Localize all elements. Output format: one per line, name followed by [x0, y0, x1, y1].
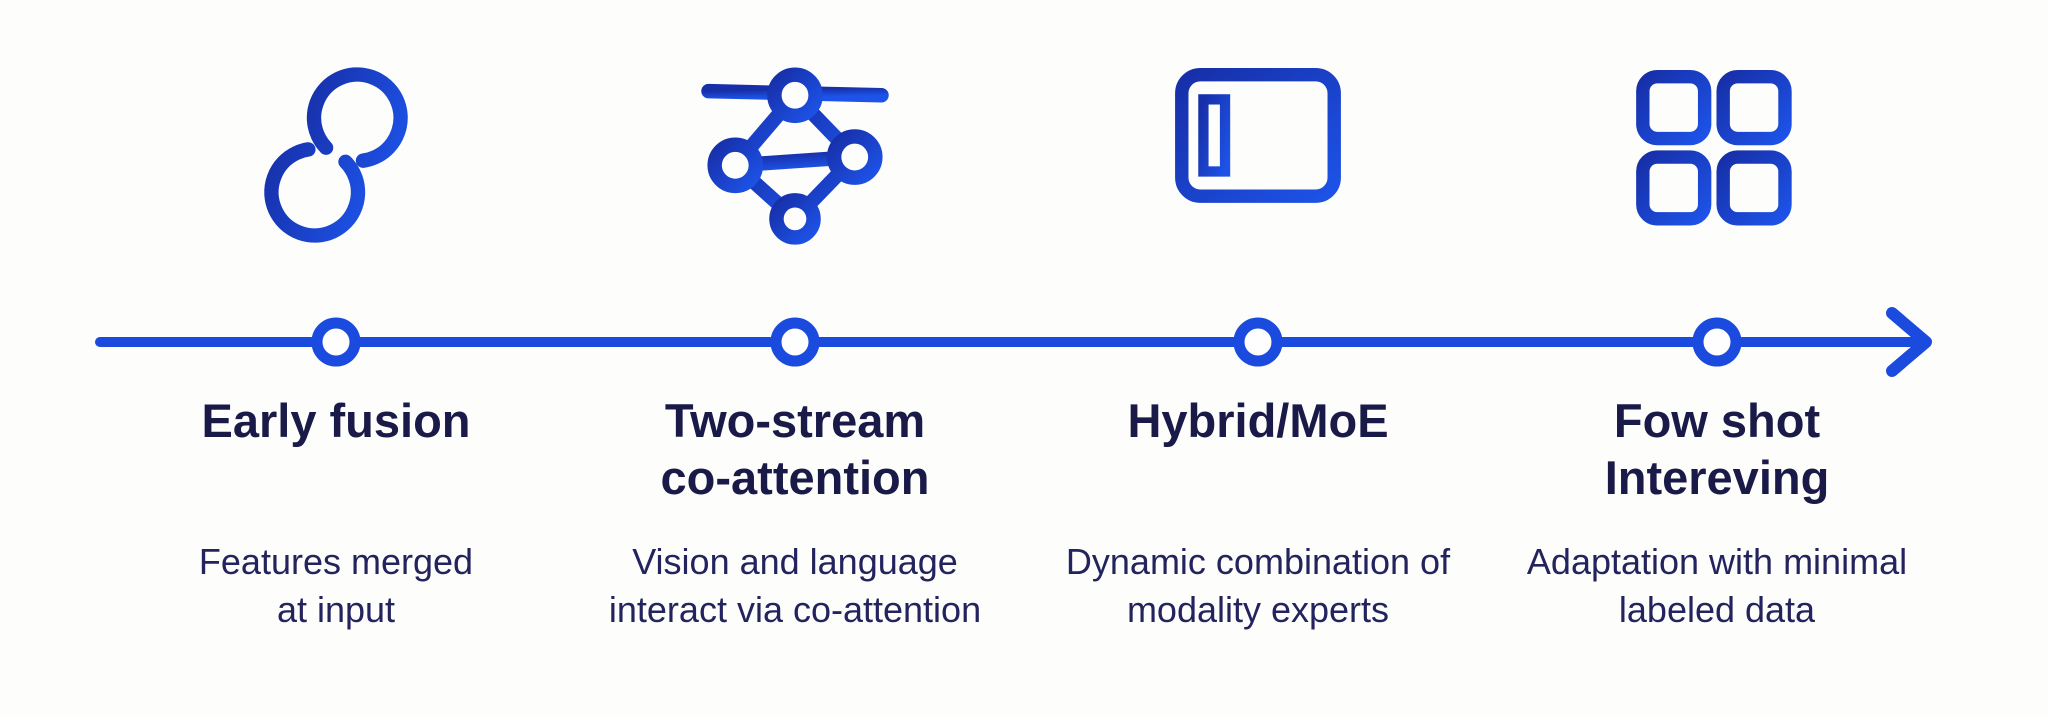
- infinity-icon: [233, 52, 439, 258]
- monitor-list-icon: [1155, 52, 1361, 258]
- stage-two-stream-co-attention: Two-stream co-attention Vision and langu…: [565, 0, 1025, 717]
- grid-icon: [1614, 52, 1820, 258]
- network-graph-icon: [692, 52, 898, 258]
- stage-description: Features merged at input: [198, 541, 474, 630]
- stage-description: Adaptation with minimal labeled data: [1526, 541, 1908, 630]
- stage-description: Dynamic combination of modality experts: [1065, 541, 1451, 630]
- stage-few-shot: Fow shot Intereving Adaptation with mini…: [1487, 0, 1947, 717]
- stage-title: Two-stream co-attention: [660, 394, 930, 504]
- timeline-node-1: [311, 317, 361, 367]
- timeline-node-4: [1692, 317, 1742, 367]
- stage-title: Fow shot Intereving: [1604, 394, 1830, 504]
- stage-early-fusion: Early fusion Features merged at input: [106, 0, 566, 717]
- timeline: [95, 307, 1932, 377]
- timeline-arrowhead-icon: [1886, 307, 1932, 377]
- stage-hybrid-moe: Hybrid/MoE Dynamic combination of modali…: [1028, 0, 1488, 717]
- timeline-node-2: [770, 317, 820, 367]
- stage-title: Hybrid/MoE: [1127, 394, 1389, 447]
- timeline-node-3: [1233, 317, 1283, 367]
- stage-title: Early fusion: [201, 394, 471, 447]
- stage-description: Vision and language interact via co-atte…: [608, 541, 982, 630]
